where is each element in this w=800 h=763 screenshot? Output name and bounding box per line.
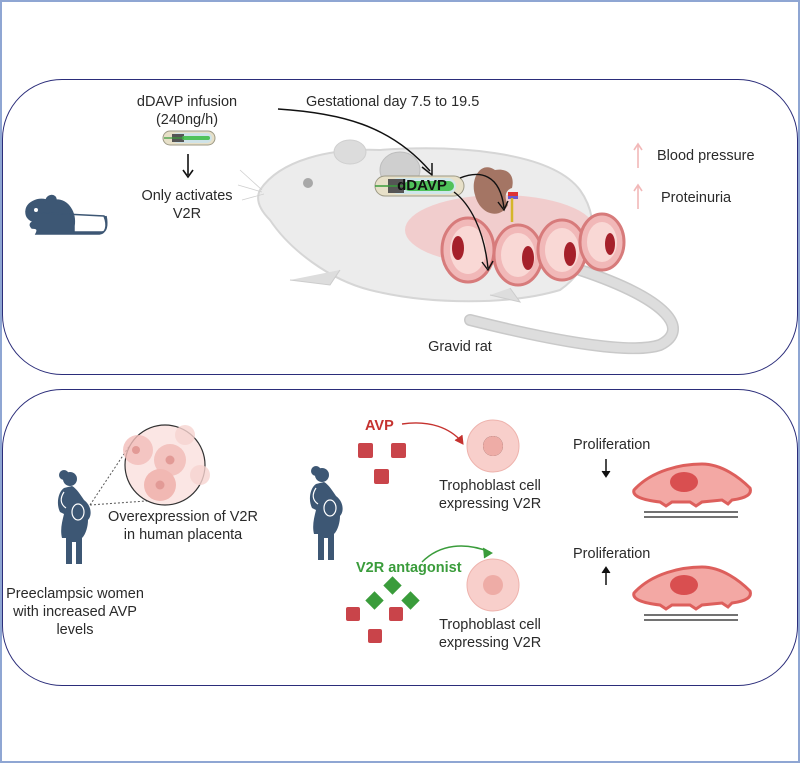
subject-label: Gravid rat: [428, 339, 492, 355]
women-line3: levels: [56, 622, 94, 638]
outcome-blood-pressure: Blood pressure: [657, 148, 755, 164]
women-line2: with increased AVP: [13, 604, 137, 620]
avp-label: AVP: [365, 418, 394, 434]
outcome-proteinuria: Proteinuria: [661, 190, 732, 206]
activation-line1: Only activates: [141, 188, 233, 204]
placenta-line1: Overexpression of V2R: [108, 509, 258, 525]
placenta-magnified-circle: [89, 424, 210, 506]
activation-line2: V2R: [172, 206, 202, 222]
pump-label: dDAVP: [397, 177, 447, 194]
gestational-label: Gestational day 7.5 to 19.5: [306, 94, 480, 110]
women-line1: Preeclampsic women: [6, 586, 144, 602]
antagonist-arrow: [421, 545, 493, 563]
pump-to-organs-arrows: [453, 173, 509, 272]
proliferation-down-arrow-icon: [601, 459, 611, 478]
proteinuria-up-arrow-icon: [633, 183, 643, 209]
v2r-antagonist-label: V2R antagonist: [356, 560, 462, 576]
placenta-line2: in human placenta: [123, 527, 243, 543]
cell1-line1: Trophoblast cell: [439, 478, 541, 494]
infusion-title: dDAVP infusion: [136, 94, 238, 110]
migrating-cell-1: [632, 462, 752, 518]
avp-arrow: [401, 422, 464, 445]
proliferation-label-1: Proliferation: [573, 437, 651, 453]
pregnant-woman-icon-2: [309, 466, 343, 560]
gestational-arrow: [277, 108, 433, 177]
pregnant-woman-icon: [57, 470, 91, 564]
implanted-pump-icon: [374, 175, 465, 197]
proliferation-up-arrow-icon: [601, 566, 611, 585]
blood-pressure-up-arrow-icon: [633, 142, 643, 168]
cell2-line1: Trophoblast cell: [439, 617, 541, 633]
trophoblast-cell-2: [466, 558, 520, 612]
mouse-icon: [25, 194, 108, 235]
cell1-line2: expressing V2R: [438, 496, 542, 512]
migrating-cell-2: [632, 565, 752, 621]
gravid-rat-illustration: [237, 139, 679, 355]
antagonist-and-avp-molecules: [346, 576, 420, 643]
trophoblast-cell-1: [466, 419, 520, 473]
proliferation-label-2: Proliferation: [573, 546, 651, 562]
osmotic-pump-icon: [162, 130, 216, 146]
avp-molecules: [358, 443, 406, 484]
down-arrow-icon: [182, 154, 194, 179]
cell2-line2: expressing V2R: [438, 635, 542, 651]
infusion-rate: (240ng/h): [155, 112, 219, 128]
